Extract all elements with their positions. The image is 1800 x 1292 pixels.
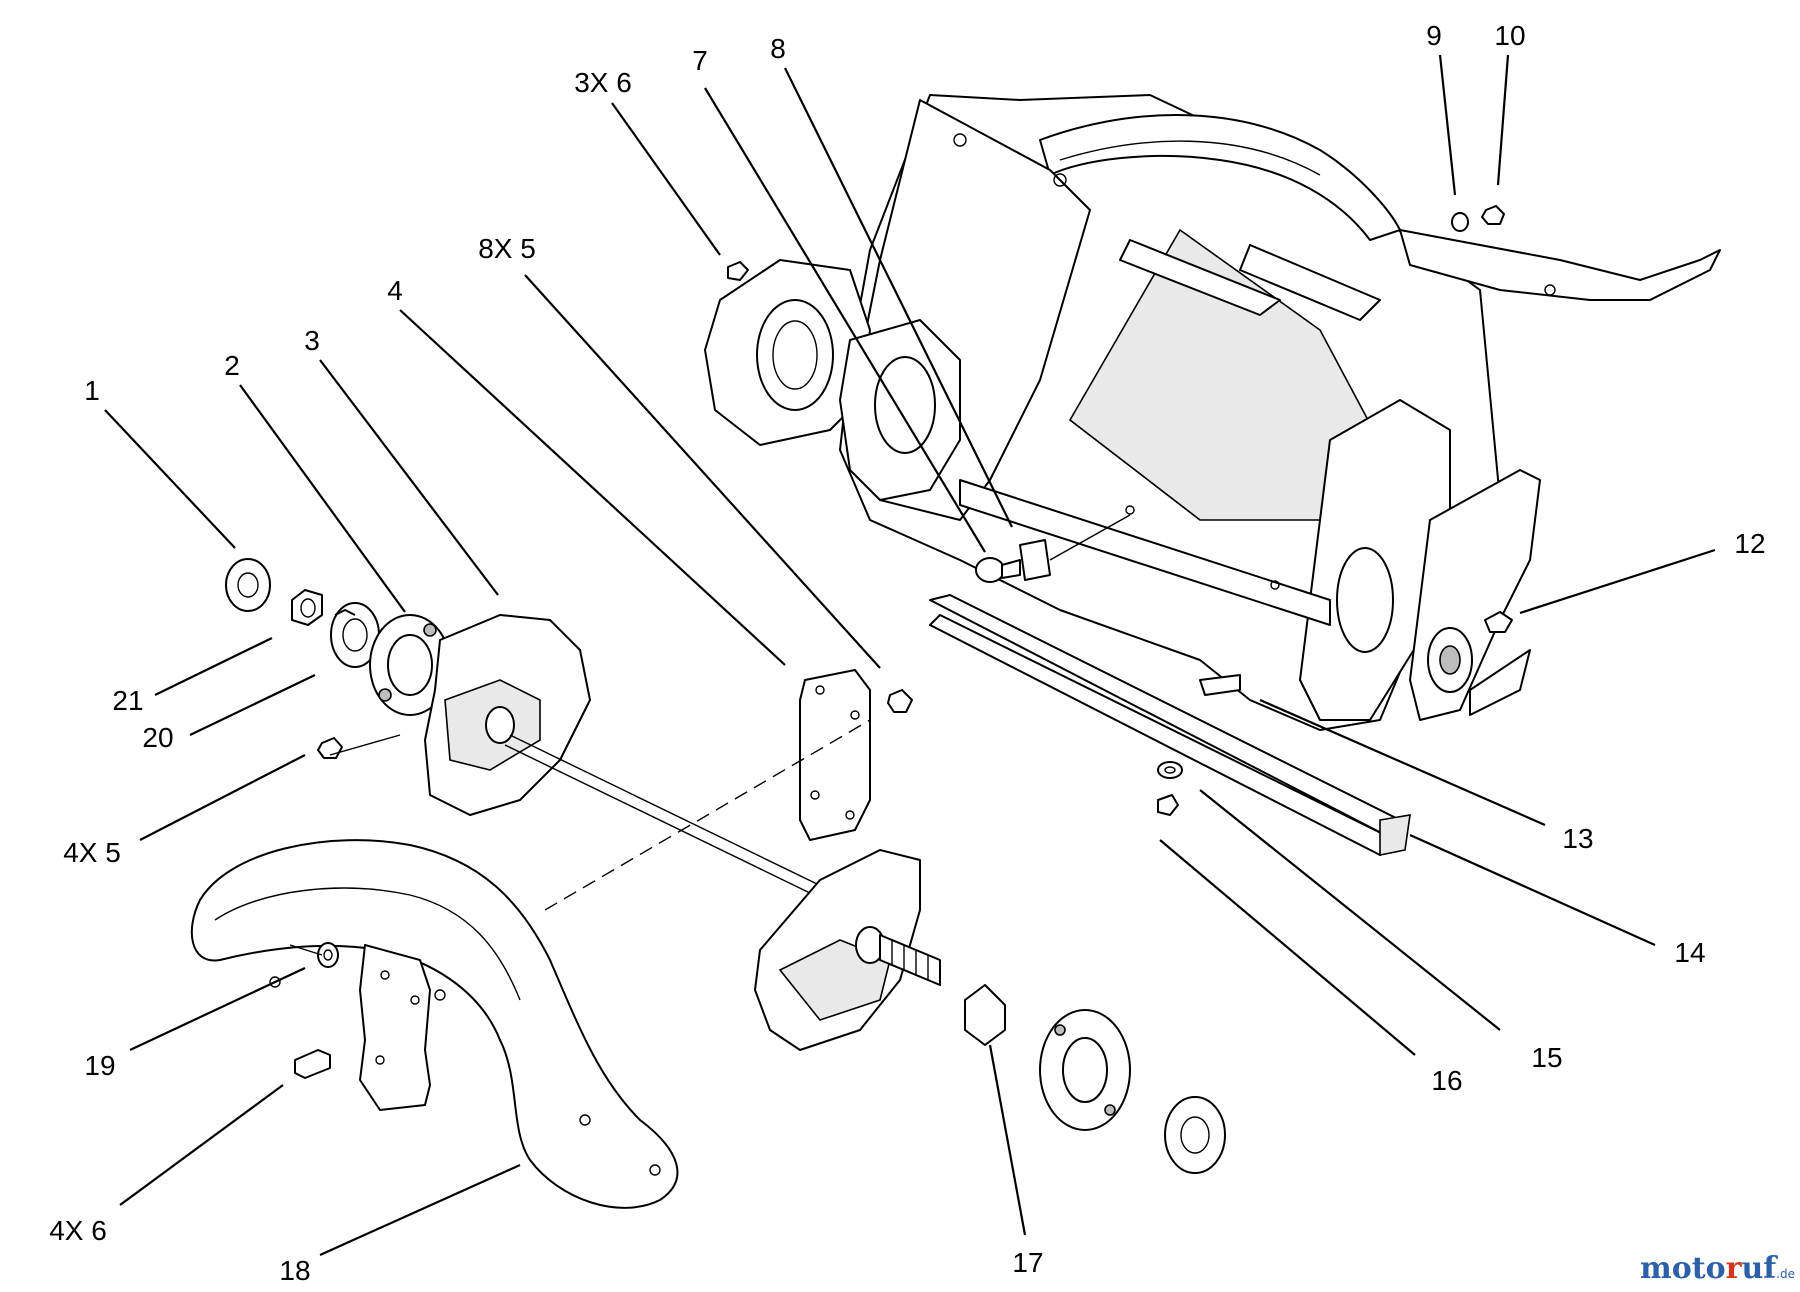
callout-12: 12	[1734, 528, 1765, 559]
callout-4x5: 4X 5	[63, 837, 121, 868]
callout-4x6: 4X 6	[49, 1215, 107, 1246]
watermark-brand-b: r	[1726, 1251, 1743, 1286]
callout-8x5: 8X 5	[478, 233, 536, 264]
callout-14: 14	[1674, 937, 1705, 968]
alignment-line-small	[329, 734, 401, 756]
watermark-brand-c: uf	[1741, 1251, 1778, 1286]
alignment-line	[544, 719, 871, 911]
svg-text:motoruf.de: motoruf.de	[1640, 1251, 1795, 1286]
callout-1: 1	[84, 375, 100, 406]
callout-labels: 1 2 3 4 8X 5 3X 6 7 8 9 10 12 13 14 15 1…	[49, 20, 1765, 1286]
callout-13: 13	[1562, 823, 1593, 854]
right-bearing-stack	[964, 984, 1226, 1174]
left-bearing-stack	[225, 558, 451, 759]
callout-19: 19	[84, 1050, 115, 1081]
callout-17: 17	[1012, 1247, 1043, 1278]
auger-blade	[190, 839, 679, 1209]
callout-7: 7	[692, 45, 708, 76]
callout-2: 2	[224, 350, 240, 381]
mount-plate	[799, 669, 913, 841]
callout-9: 9	[1426, 20, 1442, 51]
scraper-bar	[929, 594, 1411, 856]
watermark-brand-a: moto	[1640, 1251, 1726, 1286]
callout-15: 15	[1531, 1042, 1562, 1073]
auger-housing	[704, 94, 1721, 731]
callout-18: 18	[279, 1255, 310, 1286]
callout-21: 21	[112, 685, 143, 716]
callout-10: 10	[1494, 20, 1525, 51]
callout-4: 4	[387, 275, 403, 306]
callout-8: 8	[770, 33, 786, 64]
watermark-suffix: .de	[1776, 1267, 1795, 1281]
fasteners	[727, 205, 1513, 816]
callout-3: 3	[304, 325, 320, 356]
callout-3x6: 3X 6	[574, 67, 632, 98]
callout-16: 16	[1431, 1065, 1462, 1096]
callout-20: 20	[142, 722, 173, 753]
leader-lines	[104, 54, 1716, 1257]
watermark-logo: motoruf.de	[1640, 1251, 1795, 1286]
auger-assembly	[424, 614, 941, 1051]
